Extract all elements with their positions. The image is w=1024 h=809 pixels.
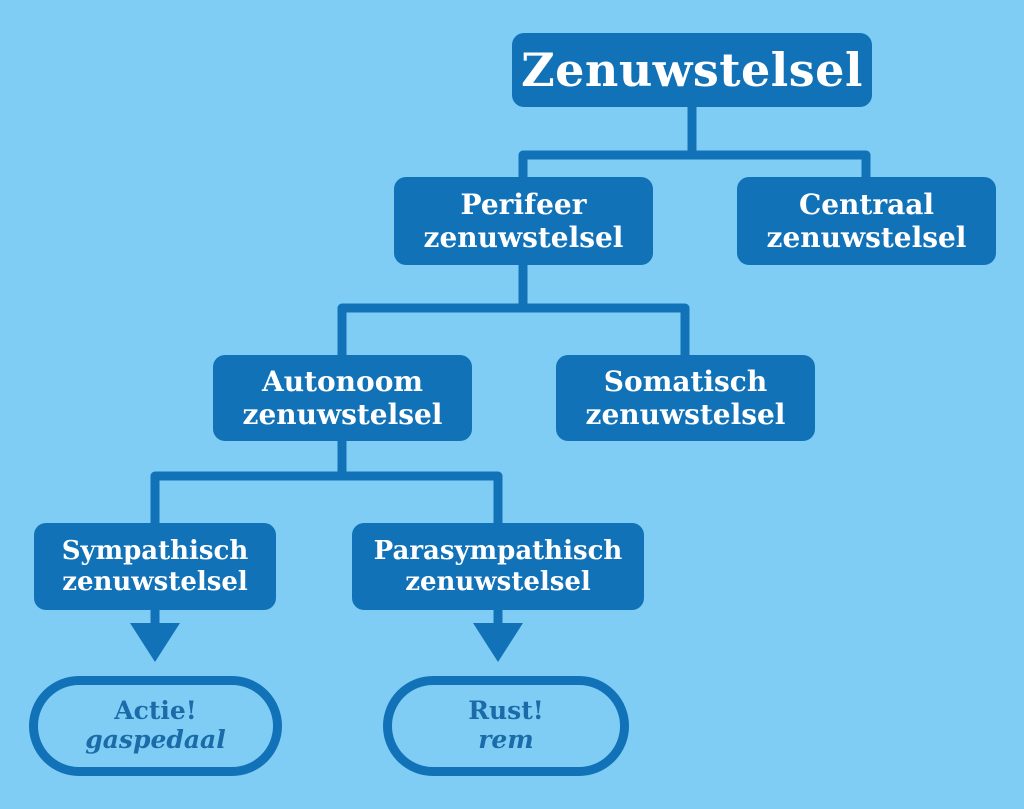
arrowhead-actie	[130, 623, 180, 662]
node-perifeer-zenuwstelsel[interactable]: Perifeer zenuwstelsel	[394, 177, 653, 265]
outcome-actie-line1: Actie!	[114, 696, 197, 726]
edge-perifeer-bus	[337, 303, 690, 360]
node-somatisch-line2: zenuwstelsel	[585, 398, 786, 431]
node-centraal-zenuwstelsel[interactable]: Centraal zenuwstelsel	[737, 177, 996, 265]
node-somatisch-line1: Somatisch	[603, 364, 768, 398]
node-parasympathisch-zenuwstelsel[interactable]: Parasympathisch zenuwstelsel	[352, 523, 644, 610]
node-parasympathisch-line2: zenuwstelsel	[405, 566, 591, 597]
node-somatisch-zenuwstelsel[interactable]: Somatisch zenuwstelsel	[556, 355, 815, 441]
node-perifeer-line2: zenuwstelsel	[423, 221, 624, 254]
outcome-rust-line1: Rust!	[468, 696, 544, 726]
node-zenuwstelsel-line1: Zenuwstelsel	[521, 42, 863, 97]
outcome-actie-line2: gaspedaal	[85, 725, 226, 754]
outcome-rust[interactable]: Rust! rem	[383, 676, 629, 776]
node-sympathisch-line1: Sympathisch	[61, 535, 249, 566]
node-autonoom-line2: zenuwstelsel	[242, 398, 443, 431]
arrowhead-rust	[473, 623, 523, 662]
node-autonoom-line1: Autonoom	[261, 364, 424, 398]
node-autonoom-zenuwstelsel[interactable]: Autonoom zenuwstelsel	[213, 355, 472, 441]
node-sympathisch-line2: zenuwstelsel	[62, 566, 248, 597]
node-sympathisch-zenuwstelsel[interactable]: Sympathisch zenuwstelsel	[34, 523, 276, 610]
node-centraal-line2: zenuwstelsel	[766, 221, 967, 254]
node-zenuwstelsel[interactable]: Zenuwstelsel	[512, 33, 872, 107]
edge-autonoom-bus	[150, 471, 503, 528]
outcome-rust-line2: rem	[478, 725, 534, 754]
node-centraal-line1: Centraal	[798, 187, 935, 221]
outcome-actie[interactable]: Actie! gaspedaal	[29, 676, 282, 776]
node-perifeer-line1: Perifeer	[460, 187, 587, 221]
node-parasympathisch-line1: Parasympathisch	[373, 535, 623, 566]
